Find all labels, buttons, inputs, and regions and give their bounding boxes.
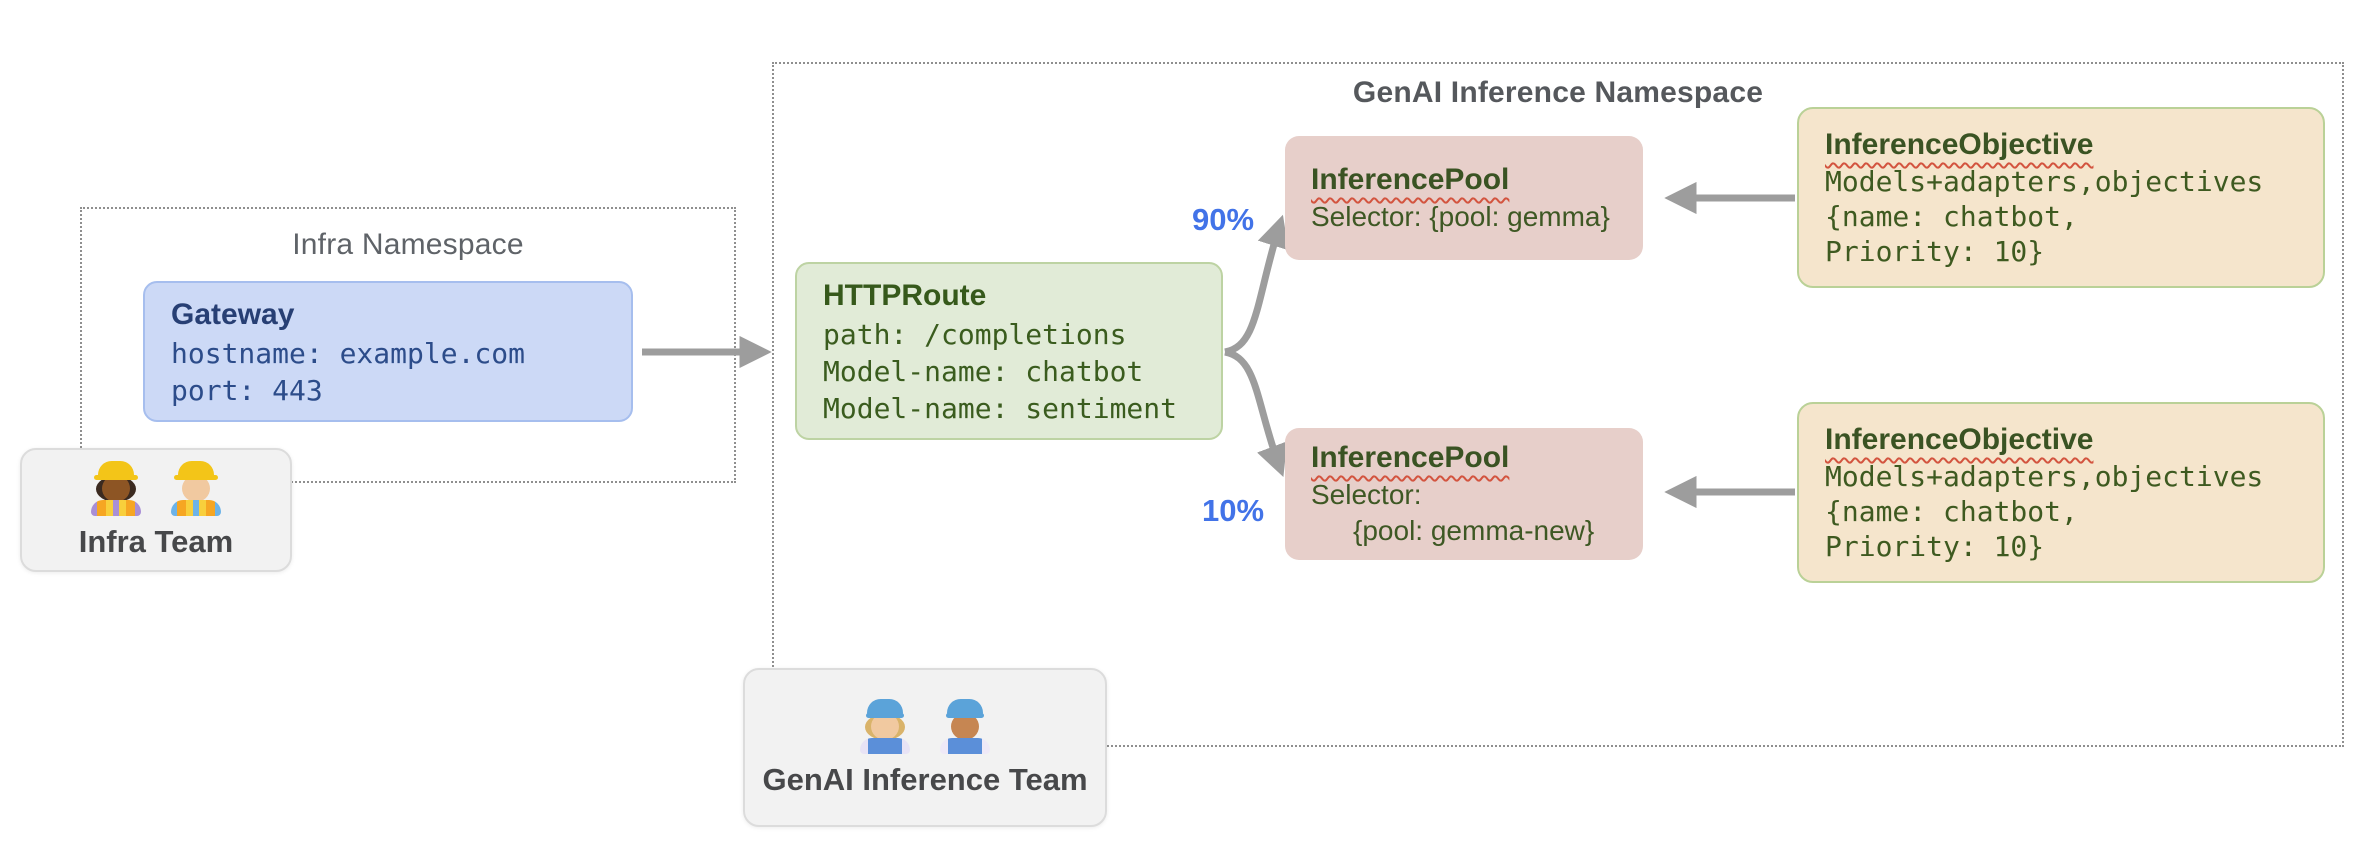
inference-objective-bottom-title-text: InferenceObjective	[1825, 423, 2094, 456]
inference-objective-top-models-line: Models+adapters,objectives	[1825, 165, 2264, 198]
inference-pool-bottom-title-text: InferencePool	[1311, 441, 1510, 474]
gateway-box: Gateway hostname: example.com port: 443	[143, 281, 633, 422]
infra-team-icons	[89, 460, 223, 516]
gateway-port-line: port: 443	[171, 373, 323, 407]
genai-namespace-label: GenAI Inference Namespace	[1352, 76, 1764, 109]
inference-objective-bottom-priority-line: Priority: 10}	[1825, 530, 2045, 563]
inference-objective-top-name-line: {name: chatbot,	[1825, 200, 2078, 233]
inference-pool-bottom-selector-line: Selector:	[1311, 479, 1422, 510]
genai-team-label: GenAI Inference Team	[762, 761, 1088, 797]
infra-team-card: Infra Team	[20, 448, 292, 572]
infra-namespace-label: Infra Namespace	[292, 228, 524, 261]
inference-objective-bottom-models-line: Models+adapters,objectives	[1825, 460, 2264, 493]
inference-objective-top-title-text: InferenceObjective	[1825, 128, 2094, 161]
infra-team-label: Infra Team	[78, 524, 234, 559]
man-construction-worker-icon	[169, 460, 223, 516]
man-mechanic-icon	[938, 698, 992, 754]
genai-namespace-boundary	[772, 62, 2344, 747]
inference-pool-bottom-title: InferencePool	[1311, 439, 1617, 477]
inference-pool-top-title-text: InferencePool	[1311, 163, 1510, 196]
traffic-split-90-label: 90%	[1192, 202, 1255, 237]
traffic-split-10-label: 10%	[1202, 493, 1265, 528]
gateway-title: Gateway	[171, 297, 295, 331]
woman-mechanic-icon	[858, 698, 912, 754]
gateway-hostname-line: hostname: example.com	[171, 336, 526, 370]
genai-team-icons	[858, 698, 992, 754]
woman-construction-worker-icon	[89, 460, 143, 516]
inference-objective-top-title: InferenceObjective	[1825, 126, 2297, 164]
httproute-title: HTTPRoute	[823, 278, 987, 312]
inference-objective-bottom-name-line: {name: chatbot,	[1825, 495, 2078, 528]
inference-pool-bottom-pool-line: {pool: gemma-new}	[1353, 515, 1595, 546]
inference-pool-top-box: InferencePool Selector: {pool: gemma}	[1285, 136, 1643, 260]
inference-objective-top-box: InferenceObjective Models+adapters,objec…	[1797, 107, 2325, 288]
httproute-box: HTTPRoute path: /completions Model-name:…	[795, 262, 1223, 440]
inference-pool-top-title: InferencePool	[1311, 161, 1617, 199]
inference-objective-bottom-box: InferenceObjective Models+adapters,objec…	[1797, 402, 2325, 583]
inference-objective-bottom-title: InferenceObjective	[1825, 421, 2297, 459]
inference-pool-bottom-box: InferencePool Selector: {pool: gemma-new…	[1285, 428, 1643, 560]
httproute-path-line: path: /completions	[823, 317, 1127, 351]
infra-namespace-boundary	[80, 207, 736, 483]
inference-pool-top-selector-line: Selector: {pool: gemma}	[1311, 201, 1610, 232]
httproute-model-chatbot-line: Model-name: chatbot	[823, 354, 1144, 388]
genai-inference-team-card: GenAI Inference Team	[743, 668, 1107, 827]
httproute-model-sentiment-line: Model-name: sentiment	[823, 391, 1178, 425]
inference-objective-top-priority-line: Priority: 10}	[1825, 235, 2045, 268]
